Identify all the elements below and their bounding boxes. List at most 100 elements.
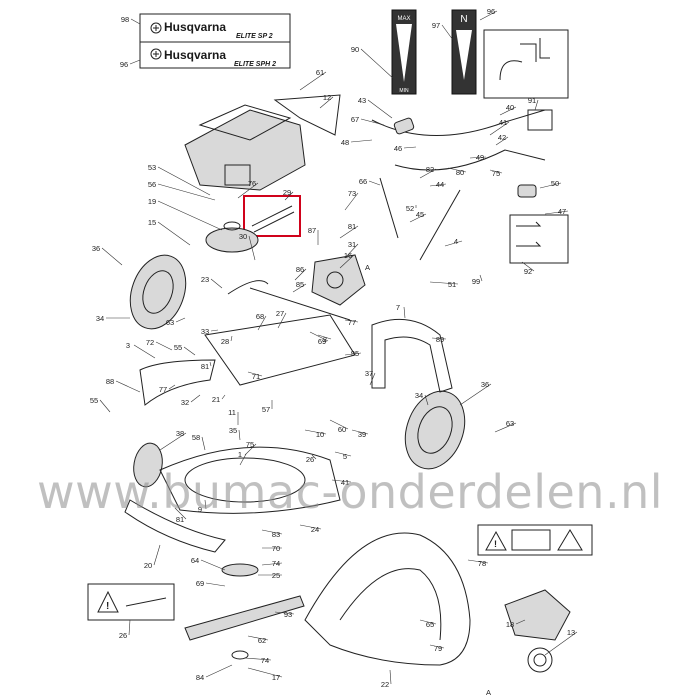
leader-line — [261, 562, 283, 566]
callout-78: 78 — [467, 559, 489, 568]
callout-number: 2 — [323, 335, 327, 344]
callout-number: 89 — [436, 335, 444, 344]
callout-number: 44 — [436, 180, 444, 189]
leader-line — [157, 221, 191, 246]
leader-line — [339, 254, 355, 269]
callout-number: 43 — [358, 96, 366, 105]
callout-number: 52 — [406, 204, 414, 213]
callout-number: 26 — [306, 455, 314, 464]
callout-72: 72 — [146, 338, 173, 351]
leader-line — [319, 96, 334, 109]
callout-2: 2 — [317, 334, 332, 344]
callout-number: 18 — [506, 620, 514, 629]
callout-97: 97 — [432, 21, 454, 41]
callout-87: 87 — [308, 226, 319, 245]
callout-number: 41 — [499, 118, 507, 127]
callout-number: 81 — [348, 222, 356, 231]
callout-number: 7 — [396, 303, 400, 312]
callout-71: 71 — [247, 371, 263, 381]
callout-number: 37 — [365, 369, 373, 378]
leader-line — [168, 384, 176, 390]
leader-line — [331, 479, 352, 483]
callout-number: 55 — [174, 343, 182, 352]
detail-letter: A — [365, 263, 370, 272]
leader-line — [479, 274, 483, 282]
leader-line — [99, 399, 111, 413]
callout-number: 63 — [166, 318, 174, 327]
decal-handle-symbols — [509, 109, 569, 264]
callout-75: 75 — [244, 440, 257, 456]
callout-number: 24 — [311, 525, 319, 534]
leader-line — [247, 371, 263, 377]
leader-line — [495, 136, 509, 146]
leader-line — [515, 619, 526, 625]
leader-line — [159, 432, 187, 451]
callout-28: 28 — [221, 335, 233, 346]
leader-line — [339, 225, 359, 239]
callout-62: 62 — [247, 635, 269, 645]
callout-number: 15 — [148, 218, 156, 227]
leader-line — [205, 664, 233, 678]
gearbox — [311, 254, 366, 306]
callout-81: 81 — [339, 222, 359, 239]
leader-line — [419, 168, 437, 179]
leader-line — [101, 247, 123, 266]
callout-number: 27 — [276, 309, 284, 318]
callout-number: 60 — [338, 425, 346, 434]
leader-line — [544, 210, 569, 215]
leader-line — [431, 337, 447, 340]
callout-number: 97 — [432, 21, 440, 30]
leader-line — [128, 619, 131, 636]
callout-34: 34 — [96, 314, 130, 323]
leader-line — [205, 582, 226, 587]
callout-36: 36 — [459, 380, 492, 406]
callout-90: 90 — [351, 45, 396, 81]
callout-42: 42 — [495, 133, 509, 146]
callout-15: 15 — [148, 218, 191, 246]
callout-number: 99 — [472, 277, 480, 286]
callout-65: 65 — [419, 619, 437, 629]
callout-17: 17 — [247, 667, 283, 682]
leader-line — [153, 544, 161, 566]
callout-5: 5 — [334, 451, 352, 461]
callout-74: 74 — [244, 656, 272, 665]
callout-number: 36 — [92, 244, 100, 253]
leader-line — [238, 429, 241, 441]
leader-line — [130, 18, 141, 25]
leader-line — [210, 329, 219, 332]
leader-line — [367, 99, 393, 119]
callout-number: 79 — [434, 644, 442, 653]
leader-line — [403, 146, 417, 149]
leader-line — [257, 315, 267, 331]
callout-26: 26 — [306, 454, 317, 464]
callout-77: 77 — [344, 318, 359, 327]
callout-number: 20 — [144, 561, 152, 570]
callout-88: 88 — [106, 377, 141, 393]
blade-assembly — [184, 563, 305, 660]
callout-73: 73 — [344, 189, 359, 211]
leader-line — [479, 10, 498, 21]
leader-line — [459, 383, 492, 406]
leader-line — [247, 667, 283, 678]
callout-3: 3 — [126, 341, 156, 359]
leader-line — [244, 443, 257, 456]
callout-number: 84 — [196, 673, 204, 682]
leader-line — [344, 319, 359, 323]
callout-26: 26 — [119, 619, 131, 640]
callout-46: 46 — [394, 144, 417, 153]
leader-line — [360, 118, 385, 126]
leader-line — [344, 243, 359, 259]
leader-line — [311, 454, 317, 460]
callout-37: 37 — [365, 369, 376, 386]
callout-10: 10 — [304, 429, 327, 439]
leader-line — [209, 361, 212, 367]
brand-text: Husqvarna — [164, 48, 226, 62]
leader-line — [157, 200, 223, 231]
callout-number: 61 — [316, 68, 324, 77]
leader-line — [133, 344, 156, 359]
callout-number: 32 — [181, 398, 189, 407]
callout-84: 84 — [196, 664, 233, 682]
callout-number: 87 — [308, 226, 316, 235]
callout-20: 20 — [144, 544, 161, 570]
